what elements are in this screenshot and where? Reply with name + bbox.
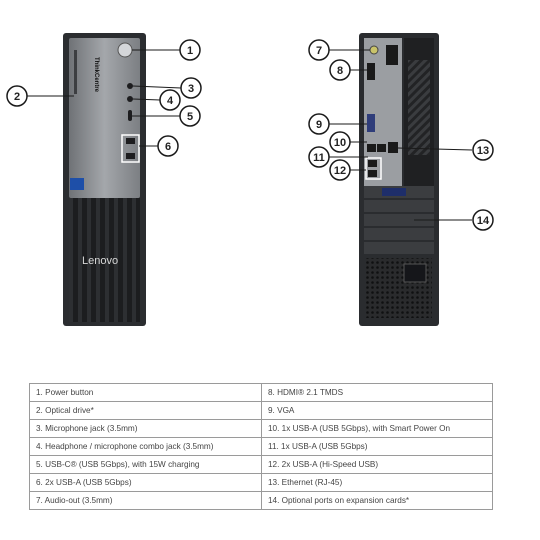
spec-cell: 9. VGA — [261, 401, 493, 420]
svg-text:1: 1 — [187, 45, 193, 57]
combo-jack-icon — [127, 96, 133, 102]
expansion-slot-3 — [364, 214, 434, 226]
svg-text:13: 13 — [477, 145, 489, 157]
expansion-slot-4 — [364, 228, 434, 240]
usb-a-port-icon — [126, 138, 135, 144]
table-row: 4. Headphone / microphone combo jack (3.… — [29, 437, 493, 456]
vga-port-icon — [367, 114, 375, 132]
spec-cell: 13. Ethernet (RJ-45) — [261, 473, 493, 492]
callouts: 1 2 3 4 5 6 7 8 9 10 11 12 13 14 — [6, 39, 494, 231]
table-row: 2. Optical drive* 9. VGA — [29, 401, 493, 420]
svg-text:5: 5 — [187, 111, 193, 123]
usb-a-highlight-box — [121, 134, 140, 163]
front-vent — [69, 198, 140, 322]
spec-cell: 11. 1x USB-A (USB 5Gbps) — [261, 437, 493, 456]
table-row: 6. 2x USB-A (USB 5Gbps) 13. Ethernet (RJ… — [29, 473, 493, 492]
callout-4: 4 — [159, 89, 181, 111]
power-button-icon — [117, 42, 133, 58]
table-row: 3. Microphone jack (3.5mm) 10. 1x USB-A … — [29, 419, 493, 438]
svg-text:10: 10 — [334, 137, 346, 149]
ethernet-port-icon — [388, 142, 398, 153]
spec-cell: 2. Optical drive* — [29, 401, 262, 420]
spec-cell: 12. 2x USB-A (Hi-Speed USB) — [261, 455, 493, 474]
expansion-vga-icon — [382, 188, 406, 196]
table-row: 5. USB-C® (USB 5Gbps), with 15W charging… — [29, 455, 493, 474]
rear-fan-slot — [386, 45, 398, 65]
microphone-jack-icon — [127, 83, 133, 89]
svg-text:14: 14 — [477, 215, 490, 227]
spec-cell: 4. Headphone / microphone combo jack (3.… — [29, 437, 262, 456]
power-connector-icon — [403, 263, 427, 283]
spec-cell: 10. 1x USB-A (USB 5Gbps), with Smart Pow… — [261, 419, 493, 438]
spec-cell: 14. Optional ports on expansion cards* — [261, 491, 493, 510]
intel-core-badge — [70, 178, 84, 190]
callout-5: 5 — [179, 105, 201, 127]
callout-13: 13 — [472, 139, 494, 161]
svg-text:8: 8 — [337, 65, 343, 77]
svg-text:11: 11 — [313, 152, 325, 164]
callout-9: 9 — [308, 113, 330, 135]
callout-lines — [27, 49, 473, 221]
table-row: 7. Audio-out (3.5mm) 14. Optional ports … — [29, 491, 493, 510]
front-view: ThinkCentre Lenovo — [63, 33, 146, 326]
expansion-slot-2 — [364, 200, 434, 212]
usb-a-port-icon — [367, 144, 376, 152]
callout-8: 8 — [329, 59, 351, 81]
callout-3: 3 — [180, 77, 202, 99]
usb-a-port-icon — [126, 153, 135, 159]
callout-11: 11 — [308, 146, 330, 168]
svg-text:2: 2 — [14, 91, 20, 103]
callout-7: 7 — [308, 39, 330, 61]
front-brand-logo: Lenovo — [82, 255, 118, 267]
usb-a-highlight-box — [365, 157, 382, 180]
hdmi-port-icon — [367, 63, 375, 80]
optical-drive-slot — [74, 50, 77, 94]
rear-side-vent — [408, 60, 430, 155]
spec-cell: 5. USB-C® (USB 5Gbps), with 15W charging — [29, 455, 262, 474]
svg-text:6: 6 — [165, 141, 171, 153]
callout-14: 14 — [472, 209, 494, 231]
front-series-text: ThinkCentre — [93, 57, 99, 93]
callout-1: 1 — [179, 39, 201, 61]
svg-text:3: 3 — [188, 83, 194, 95]
table-row: 1. Power button 8. HDMI® 2.1 TMDS — [29, 383, 493, 402]
spec-cell: 3. Microphone jack (3.5mm) — [29, 419, 262, 438]
callout-6: 6 — [157, 135, 179, 157]
spec-cell: 8. HDMI® 2.1 TMDS — [261, 383, 493, 402]
usb-a-port-icon — [368, 170, 377, 177]
usb-a-port-icon — [368, 160, 377, 167]
callout-10: 10 — [329, 131, 351, 153]
audio-out-port-icon — [369, 45, 379, 55]
svg-text:9: 9 — [316, 119, 322, 131]
usb-c-port-icon — [128, 110, 132, 121]
callout-2: 2 — [6, 85, 28, 107]
svg-text:7: 7 — [316, 45, 322, 57]
rear-view — [359, 33, 439, 326]
svg-text:12: 12 — [334, 165, 346, 177]
usb-a-port-icon — [377, 144, 386, 152]
spec-cell: 6. 2x USB-A (USB 5Gbps) — [29, 473, 262, 492]
callout-12: 12 — [329, 159, 351, 181]
spec-cell: 7. Audio-out (3.5mm) — [29, 491, 262, 510]
ports-spec-table: 1. Power button 8. HDMI® 2.1 TMDS 2. Opt… — [29, 383, 493, 510]
svg-text:4: 4 — [167, 95, 174, 107]
spec-cell: 1. Power button — [29, 383, 262, 402]
expansion-slot-5 — [364, 242, 434, 254]
product-diagram: ThinkCentre Lenovo — [6, 33, 494, 326]
